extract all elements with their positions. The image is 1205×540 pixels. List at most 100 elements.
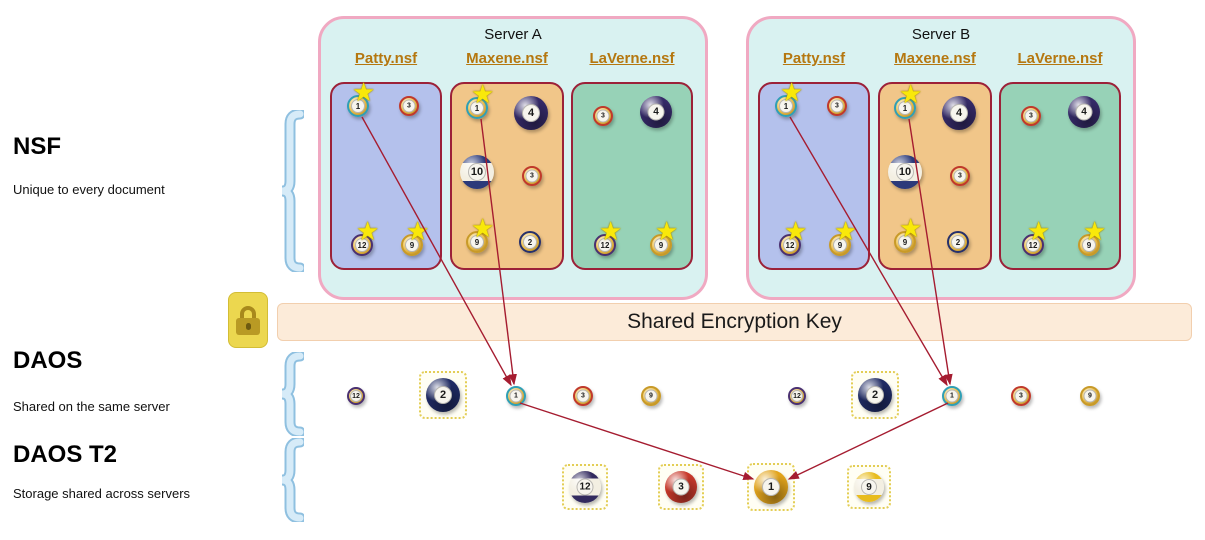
daos-brace-bracket <box>281 352 304 436</box>
pool-ball-12: 12 <box>347 387 365 405</box>
pool-ball-9: 9 <box>650 234 672 256</box>
ball-number: 9 <box>405 238 419 252</box>
db-title-patty-a: Patty.nsf <box>354 50 418 67</box>
db-title-laverne-b: LaVerne.nsf <box>1017 50 1103 67</box>
lock-icon <box>228 292 268 348</box>
daos-section-subtitle: Shared on the same server <box>13 399 170 414</box>
pool-ball-3: 3 <box>665 471 697 503</box>
ball-number: 2 <box>523 235 537 249</box>
pool-ball-4: 4 <box>640 96 672 128</box>
daos-t2-section-subtitle: Storage shared across servers <box>13 486 191 501</box>
dedup-arrow <box>519 402 755 480</box>
ball-number: 12 <box>791 390 803 402</box>
pool-ball-9: 9 <box>894 231 916 253</box>
db-panel-patty-b <box>758 82 870 270</box>
ball-number: 9 <box>1082 238 1096 252</box>
db-title-laverne-a: LaVerne.nsf <box>589 50 675 67</box>
pool-ball-10: 10 <box>460 155 494 189</box>
ball-number: 12 <box>576 478 594 496</box>
ball-number: 1 <box>351 99 365 113</box>
pool-ball-12: 12 <box>1022 234 1044 256</box>
ball-number: 9 <box>644 389 658 403</box>
ball-number: 3 <box>402 99 416 113</box>
ball-number: 12 <box>1026 238 1040 252</box>
pool-ball-3: 3 <box>399 96 419 116</box>
ball-number: 9 <box>470 235 484 249</box>
pool-ball-12: 12 <box>788 387 806 405</box>
lock-body <box>236 317 260 335</box>
pool-ball-9: 9 <box>401 234 423 256</box>
db-panel-patty-a <box>330 82 442 270</box>
nsf-section-subtitle: Unique to every document <box>13 182 165 197</box>
ball-number: 3 <box>1014 389 1028 403</box>
ball-number: 3 <box>576 389 590 403</box>
ball-number: 3 <box>953 169 967 183</box>
pool-ball-1: 1 <box>894 97 916 119</box>
ball-number: 4 <box>950 104 968 122</box>
pool-ball-3: 3 <box>950 166 970 186</box>
ball-number: 3 <box>525 169 539 183</box>
nsf-brace-bracket <box>281 110 304 272</box>
ball-number: 9 <box>1083 389 1097 403</box>
pool-ball-1: 1 <box>754 470 788 504</box>
pool-ball-2: 2 <box>947 231 969 253</box>
ball-number: 12 <box>350 390 362 402</box>
pool-ball-9: 9 <box>641 386 661 406</box>
ball-number: 12 <box>598 238 612 252</box>
pool-ball-9: 9 <box>829 234 851 256</box>
pool-ball-3: 3 <box>593 106 613 126</box>
ball-number: 12 <box>355 238 369 252</box>
pool-ball-3: 3 <box>522 166 542 186</box>
pool-ball-1: 1 <box>942 386 962 406</box>
pool-ball-1: 1 <box>506 386 526 406</box>
pool-ball-9: 9 <box>1078 234 1100 256</box>
ball-number: 10 <box>468 163 486 181</box>
lock-shackle <box>240 305 256 319</box>
pool-ball-12: 12 <box>351 234 373 256</box>
ball-number: 10 <box>896 163 914 181</box>
ball-number: 4 <box>647 103 665 121</box>
pool-ball-4: 4 <box>942 96 976 130</box>
pool-ball-3: 3 <box>827 96 847 116</box>
server-a-title: Server A <box>484 26 542 43</box>
ball-number: 1 <box>945 389 959 403</box>
pool-ball-3: 3 <box>1011 386 1031 406</box>
ball-number: 9 <box>654 238 668 252</box>
pool-ball-1: 1 <box>347 95 369 117</box>
ball-number: 9 <box>861 479 877 495</box>
ball-number: 3 <box>596 109 610 123</box>
ball-number: 3 <box>830 99 844 113</box>
pool-ball-4: 4 <box>1068 96 1100 128</box>
ball-number: 4 <box>522 104 540 122</box>
ball-number: 1 <box>470 101 484 115</box>
ball-number: 1 <box>779 99 793 113</box>
ball-number: 9 <box>898 235 912 249</box>
nsf-section-title: NSF <box>13 133 61 160</box>
pool-ball-1: 1 <box>775 95 797 117</box>
pool-ball-2: 2 <box>426 378 460 412</box>
db-title-patty-b: Patty.nsf <box>782 50 846 67</box>
db-title-maxene-b: Maxene.nsf <box>894 50 976 67</box>
pool-ball-3: 3 <box>573 386 593 406</box>
db-panel-laverne-b <box>999 82 1121 270</box>
pool-ball-10: 10 <box>888 155 922 189</box>
ball-number: 2 <box>951 235 965 249</box>
daos-t2-section-title: DAOS T2 <box>13 441 118 468</box>
pool-ball-9: 9 <box>1080 386 1100 406</box>
pool-ball-2: 2 <box>858 378 892 412</box>
pool-ball-1: 1 <box>466 97 488 119</box>
pool-ball-12: 12 <box>779 234 801 256</box>
ball-number: 2 <box>434 386 452 404</box>
db-title-maxene-a: Maxene.nsf <box>466 50 548 67</box>
ball-number: 4 <box>1075 103 1093 121</box>
shared-encryption-key-banner: Shared Encryption Key <box>277 303 1192 341</box>
ball-number: 1 <box>509 389 523 403</box>
ball-number: 12 <box>783 238 797 252</box>
ball-number: 9 <box>833 238 847 252</box>
ball-number: 3 <box>1024 109 1038 123</box>
pool-ball-12: 12 <box>569 471 601 503</box>
daos-section-title: DAOS <box>13 347 83 374</box>
ball-number: 1 <box>898 101 912 115</box>
daos-t2-brace-bracket <box>281 438 304 522</box>
